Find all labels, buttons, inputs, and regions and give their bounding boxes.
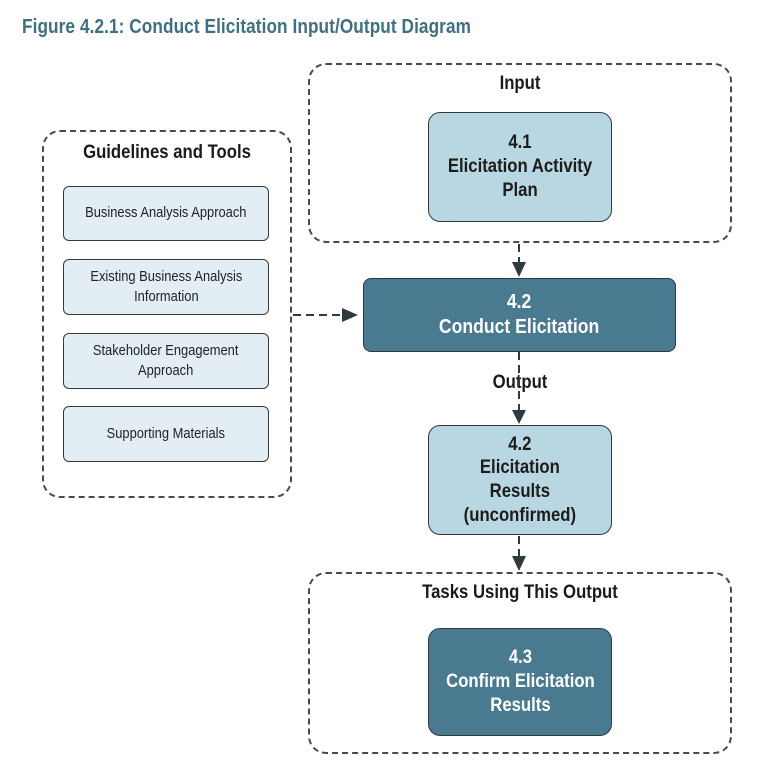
tasks-group-label: Tasks Using This Output bbox=[422, 582, 618, 603]
tool-stakeholder-engagement-approach: Stakeholder Engagement Approach bbox=[63, 333, 269, 389]
tool-existing-business-analysis-information: Existing Business Analysis Information bbox=[63, 259, 269, 315]
tool-business-analysis-approach: Business Analysis Approach bbox=[63, 186, 269, 241]
elicitation-results-box: 4.2 Elicitation Results (unconfirmed) bbox=[428, 425, 612, 535]
task-name: Conduct Elicitation bbox=[439, 316, 600, 338]
output-line1: Elicitation bbox=[480, 457, 560, 479]
arrowhead-tasks bbox=[512, 556, 526, 571]
tool-label: Stakeholder Engagement bbox=[93, 341, 239, 359]
arrowhead-guidelines bbox=[342, 308, 358, 322]
output-line2: Results bbox=[489, 481, 551, 502]
tasks-item-line2: Results bbox=[489, 694, 551, 716]
tool-label: Information bbox=[133, 288, 199, 305]
tasks-item-number: 4.3 bbox=[508, 647, 532, 669]
tasks-using-output-group: Tasks Using This Output bbox=[308, 572, 732, 754]
arrowhead-output bbox=[512, 410, 526, 424]
confirm-elicitation-results-box: 4.3 Confirm Elicitation Results bbox=[428, 628, 612, 736]
guidelines-group: Guidelines and Tools bbox=[42, 130, 292, 498]
input-item-number: 4.1 bbox=[508, 132, 532, 154]
tool-label: Supporting Materials bbox=[106, 424, 226, 442]
guidelines-group-label: Guidelines and Tools bbox=[83, 142, 251, 163]
input-item-line2: Plan bbox=[502, 179, 538, 201]
conduct-elicitation-box: 4.2 Conduct Elicitation bbox=[363, 278, 676, 352]
tool-label: Business Analysis Approach bbox=[85, 204, 247, 222]
output-line3: (unconfirmed) bbox=[463, 504, 577, 526]
tool-label: Approach bbox=[138, 362, 194, 379]
input-group: Input bbox=[308, 63, 732, 243]
input-item-line1: Elicitation Activity bbox=[447, 156, 593, 178]
arrowhead-input bbox=[512, 262, 526, 277]
output-number: 4.2 bbox=[508, 433, 532, 455]
figure-title: Figure 4.2.1: Conduct Elicitation Input/… bbox=[22, 16, 472, 38]
task-number: 4.2 bbox=[507, 291, 532, 313]
input-group-label: Input bbox=[499, 73, 541, 94]
tool-supporting-materials: Supporting Materials bbox=[63, 406, 269, 462]
elicitation-activity-plan-box: 4.1 Elicitation Activity Plan bbox=[428, 112, 612, 222]
tasks-item-line1: Confirm Elicitation bbox=[445, 671, 595, 693]
tool-label: Existing Business Analysis bbox=[89, 267, 243, 285]
